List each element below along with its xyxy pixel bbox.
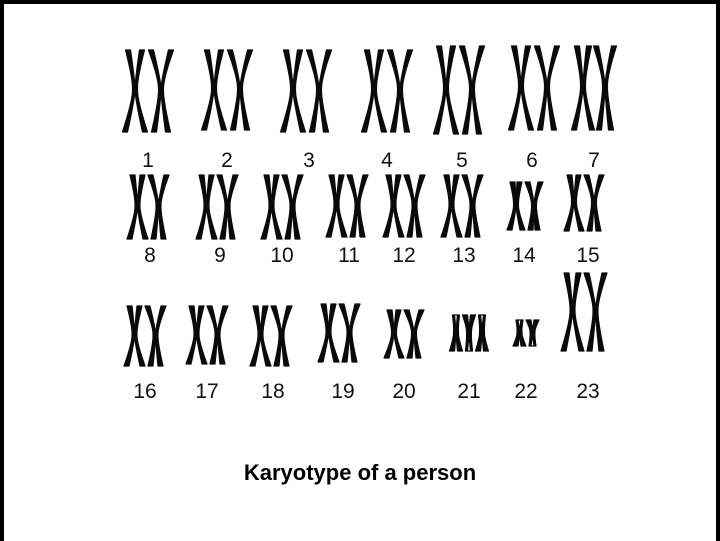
pair-number-6: 6: [526, 149, 538, 172]
chromosome-pair-3: [281, 50, 332, 132]
pair-number-8: 8: [144, 244, 156, 267]
chromosome: [564, 175, 584, 231]
chromosome-pair-10: [261, 175, 303, 239]
chromosome-pair-22: [513, 320, 539, 346]
pair-number-5: 5: [456, 149, 468, 172]
chromosome: [326, 175, 347, 237]
chromosome-pair-2: [202, 50, 253, 130]
pair-number-3: 3: [303, 149, 315, 172]
chromosome-pair-7: [572, 46, 617, 130]
chromosome: [207, 306, 228, 364]
pair-number-22: 22: [514, 380, 537, 403]
chromosome-pair-16: [124, 306, 166, 366]
chromosome: [434, 46, 459, 134]
chromosome-pair-23: [561, 273, 607, 351]
pair-number-17: 17: [195, 380, 218, 403]
chromosome: [250, 306, 271, 366]
pair-number-4: 4: [381, 149, 393, 172]
chromosome: [561, 273, 584, 351]
pair-number-18: 18: [261, 380, 284, 403]
chromosome: [594, 46, 617, 130]
chromosome-pair-12: [383, 175, 425, 237]
chromosome: [271, 306, 292, 366]
chromosome: [476, 315, 489, 351]
figure-caption: Karyotype of a person: [0, 460, 720, 486]
chromosome: [460, 46, 485, 134]
pair-number-11: 11: [338, 244, 360, 267]
chromosome: [441, 175, 462, 237]
pair-number-1: 1: [142, 149, 154, 172]
chromosome: [404, 175, 425, 237]
pair-number-16: 16: [133, 380, 156, 403]
chromosome: [509, 46, 534, 130]
chromosome: [124, 306, 145, 366]
chromosome: [196, 175, 217, 239]
chromosome: [282, 175, 303, 239]
chromosome: [463, 315, 476, 351]
chromosome: [383, 175, 404, 237]
chromosome: [584, 273, 607, 351]
chromosome-pair-1: [123, 50, 174, 132]
chromosome: [513, 320, 526, 346]
pair-number-21: 21: [457, 380, 480, 403]
chromosome-pair-17: [186, 306, 228, 364]
pair-number-20: 20: [392, 380, 415, 403]
chromosome: [202, 50, 227, 130]
pair-number-9: 9: [214, 244, 226, 267]
chromosome: [123, 50, 148, 132]
chromosome: [217, 175, 238, 239]
chromosome-pair-21: [450, 315, 489, 351]
pair-number-13: 13: [452, 244, 475, 267]
pair-number-23: 23: [576, 380, 599, 403]
chromosome: [584, 175, 604, 231]
chromosome: [404, 310, 424, 358]
chromosome-pair-13: [441, 175, 483, 237]
chromosome-pair-11: [326, 175, 368, 237]
chromosome-pair-5: [434, 46, 485, 134]
chromosome: [148, 175, 169, 239]
pair-number-7: 7: [588, 149, 600, 172]
chromosome: [384, 310, 404, 358]
chromosome-pair-19: [318, 304, 360, 362]
chromosome: [186, 306, 207, 364]
pair-number-12: 12: [392, 244, 415, 267]
chromosome: [362, 50, 387, 132]
chromosome: [261, 175, 282, 239]
chromosome: [462, 175, 483, 237]
pair-number-15: 15: [576, 244, 599, 267]
chromosome: [281, 50, 306, 132]
chromosome: [347, 175, 368, 237]
chromosome-pair-14: [507, 182, 543, 230]
chromosome: [572, 46, 595, 130]
chromosome: [149, 50, 174, 132]
chromosome: [307, 50, 332, 132]
chromosome: [450, 315, 463, 351]
chromosome: [127, 175, 148, 239]
chromosome-pair-4: [362, 50, 413, 132]
pair-number-19: 19: [331, 380, 354, 403]
chromosome-pair-8: [127, 175, 169, 239]
chromosome: [526, 320, 539, 346]
chromosome: [145, 306, 166, 366]
pair-number-2: 2: [221, 149, 233, 172]
chromosome: [388, 50, 413, 132]
pair-number-10: 10: [270, 244, 293, 267]
chromosome-pair-15: [564, 175, 604, 231]
chromosome-pair-18: [250, 306, 292, 366]
chromosome: [339, 304, 360, 362]
chromosome: [535, 46, 560, 130]
chromosome: [318, 304, 339, 362]
chromosome-pair-6: [509, 46, 560, 130]
pair-number-14: 14: [512, 244, 536, 267]
chromosome: [507, 182, 525, 230]
chromosome-pair-9: [196, 175, 238, 239]
chromosome: [525, 182, 543, 230]
chromosome: [228, 50, 253, 130]
chromosome-pair-20: [384, 310, 424, 358]
